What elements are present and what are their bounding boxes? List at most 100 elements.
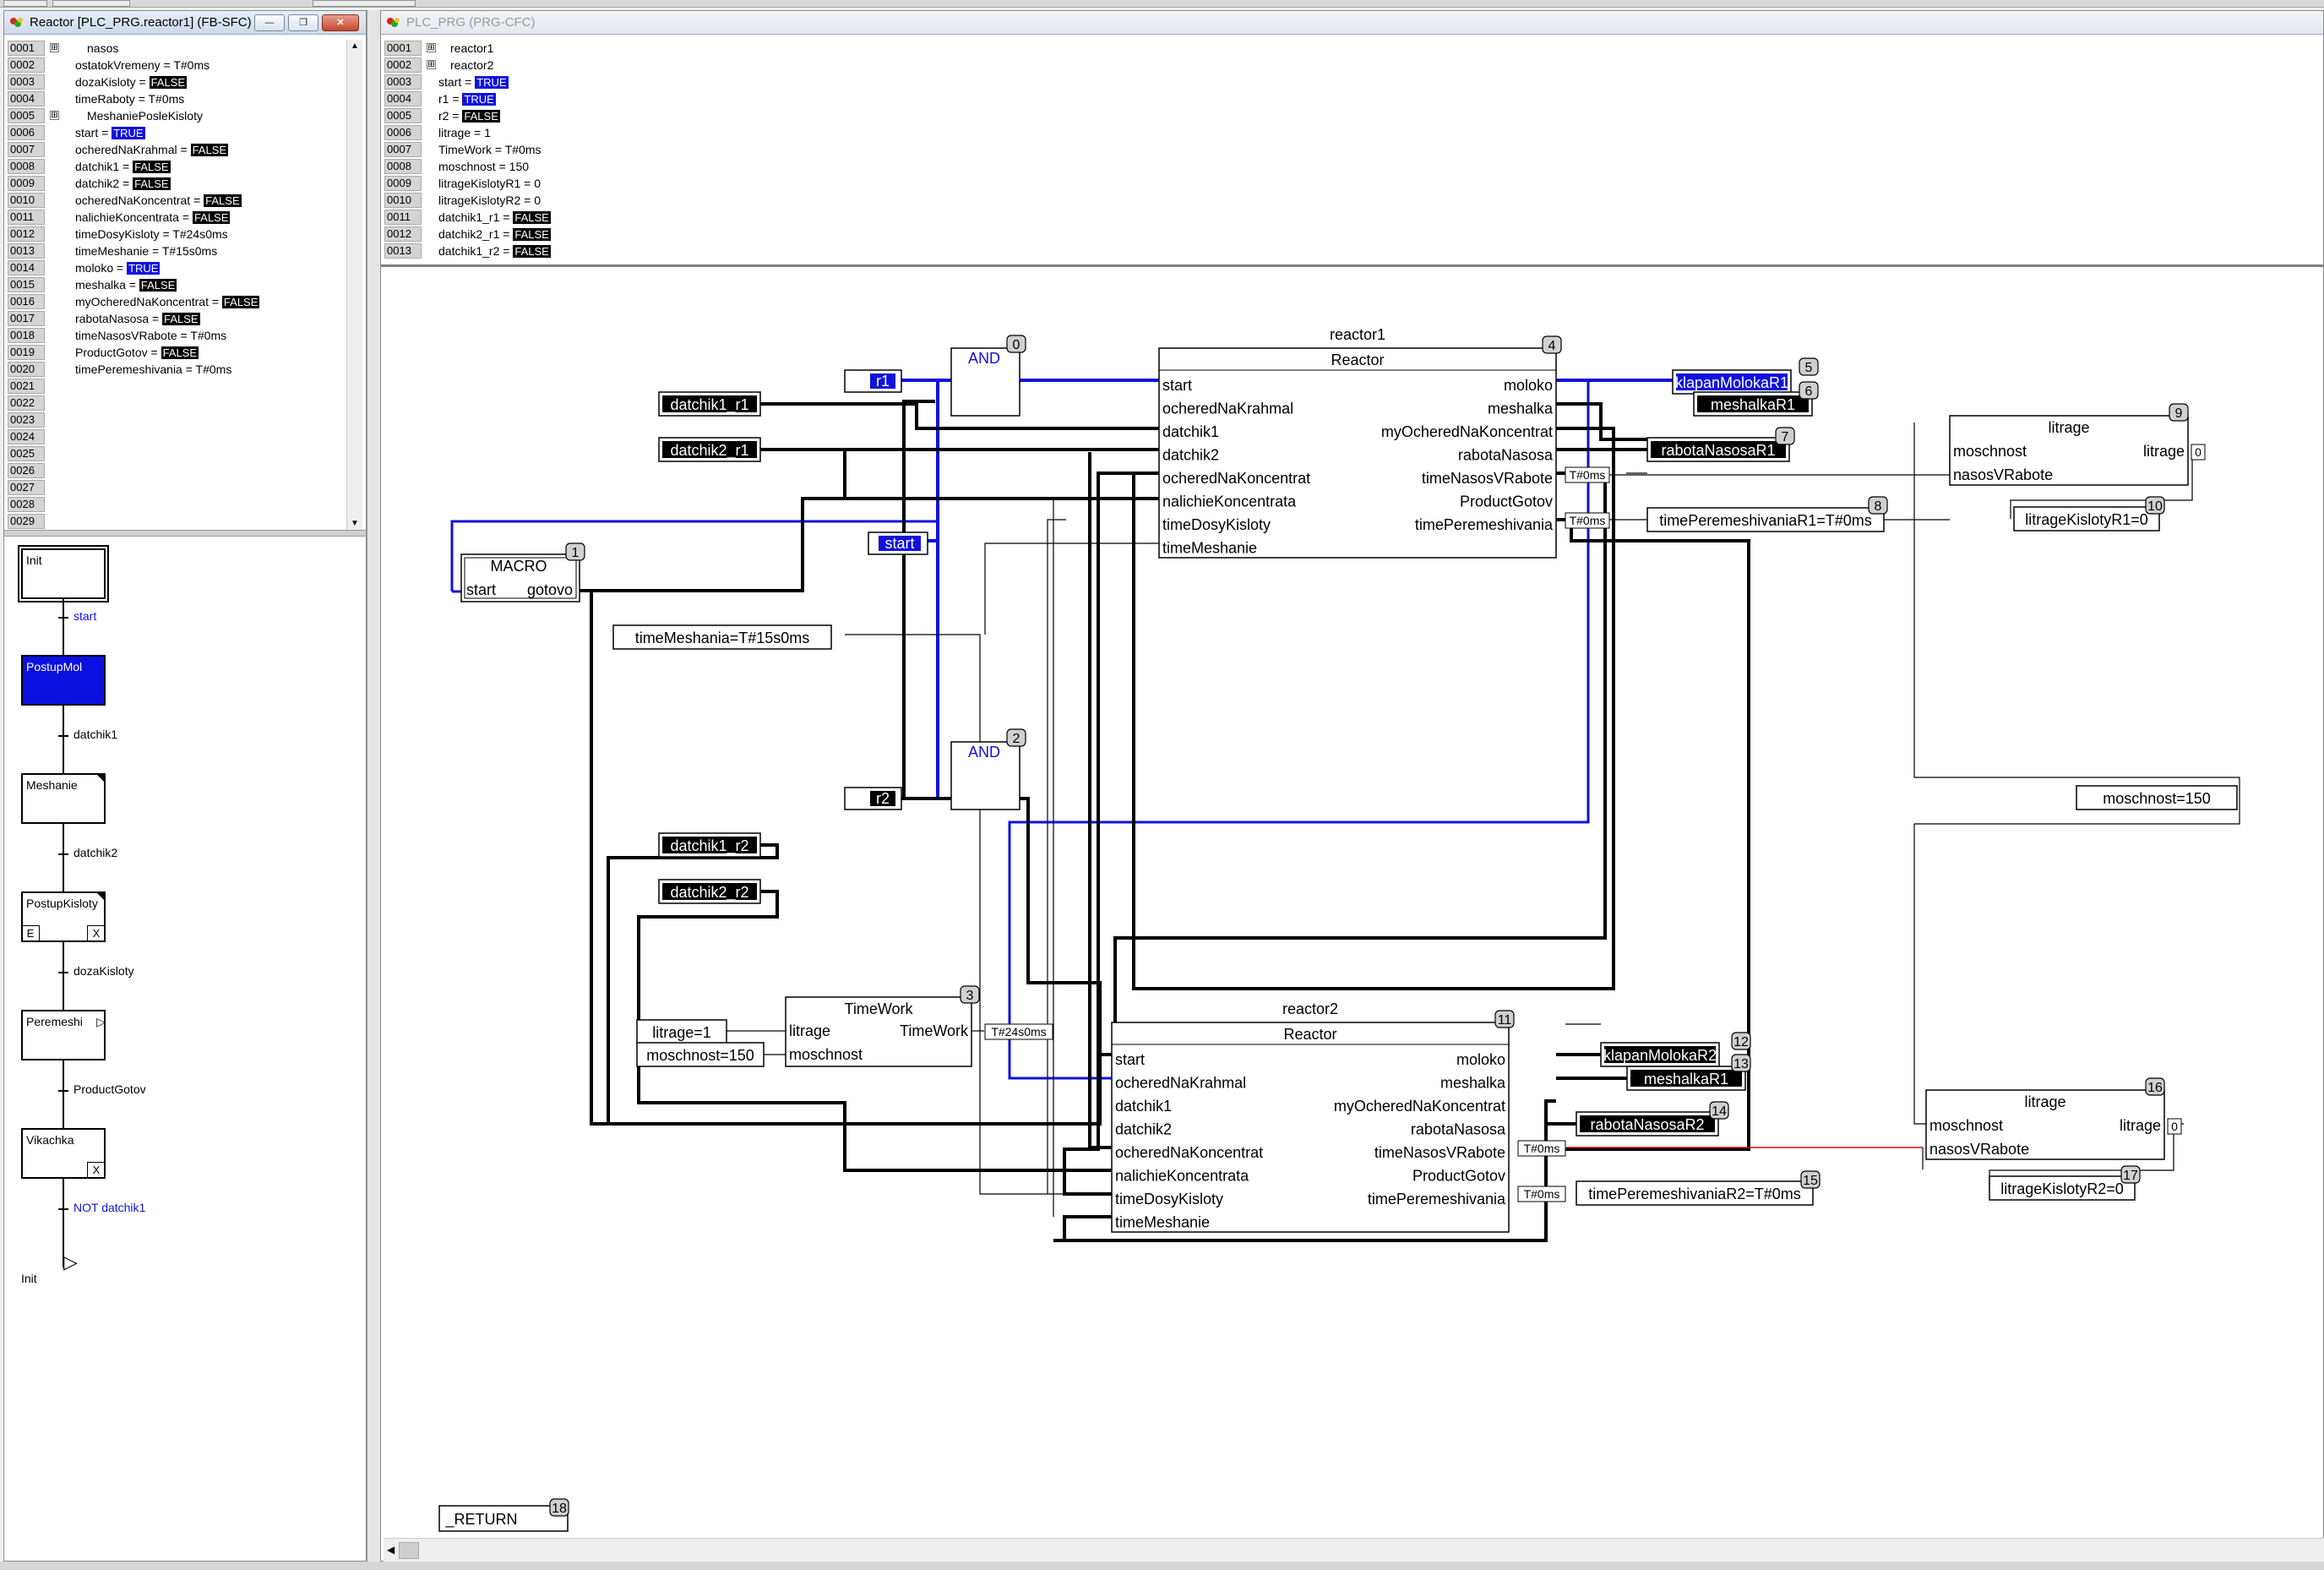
sfc-transition-condition[interactable]: dozaKisloty (73, 964, 134, 978)
line-number: 0010 (384, 193, 422, 208)
line-number: 0005 (384, 108, 422, 123)
variable-value: FALSE (513, 228, 551, 241)
minimize-button[interactable]: — (254, 14, 285, 31)
sfc-transition-condition[interactable]: ProductGotov (73, 1082, 146, 1096)
sfc-step[interactable]: PostupMol (21, 655, 106, 706)
sfc-jump-arrow-icon[interactable]: ▷ (63, 1251, 78, 1273)
sfc-transition-bar[interactable] (58, 853, 68, 855)
variable-name: start = (75, 126, 112, 139)
variable-row[interactable]: 0001⊞nasos (4, 40, 366, 57)
sfc-step[interactable]: Peremeshi▷ (21, 1010, 106, 1060)
sfc-transition-bar[interactable] (58, 1208, 68, 1210)
variable-row[interactable]: 0010 litrageKislotyR2 = 0 (381, 192, 2323, 209)
variable-row[interactable]: 0001⊞reactor1 (381, 40, 2323, 57)
scroll-down-arrow-icon[interactable]: ▼ (351, 519, 359, 528)
expand-plus-icon[interactable]: ⊞ (427, 60, 436, 69)
restore-button[interactable]: ❐ (288, 14, 318, 31)
sfc-titlebar[interactable]: Reactor [PLC_PRG.reactor1] (FB-SFC) — ❐ … (4, 11, 366, 35)
sfc-splitter[interactable] (4, 530, 366, 537)
sfc-transition-condition[interactable]: NOT datchik1 (73, 1201, 146, 1214)
variable-row[interactable]: 0029 (4, 513, 366, 530)
expand-plus-icon[interactable]: ⊞ (50, 43, 59, 52)
sfc-transition-condition[interactable]: datchik1 (73, 728, 118, 741)
variable-text: moschnost = 150 (438, 159, 529, 174)
variable-row[interactable]: 0027 (4, 479, 366, 496)
cfc-horizontal-scrollbar[interactable]: ◀ (384, 1538, 2324, 1562)
variable-text: litrageKislotyR2 = 0 (438, 193, 541, 208)
variable-row[interactable]: 0005⊞MeshaniePosleKisloty (4, 107, 366, 124)
cfc-splitter[interactable] (381, 264, 2323, 267)
close-button[interactable]: ✕ (322, 14, 359, 31)
scroll-up-arrow-icon[interactable]: ▲ (351, 41, 359, 51)
variable-text: myOcheredNaKoncentrat = FALSE (75, 294, 260, 310)
variable-name: ocheredNaKrahmal = (75, 143, 191, 156)
line-number: 0012 (384, 226, 422, 242)
sfc-transition-bar[interactable] (58, 617, 68, 619)
sfc-step[interactable]: Init (18, 545, 109, 602)
expand-plus-icon[interactable]: ⊞ (427, 43, 436, 52)
variable-row[interactable]: 0022 (4, 395, 366, 412)
variable-text: TimeWork = T#0ms (438, 142, 542, 157)
scroll-left-arrow-icon[interactable]: ◀ (387, 1544, 395, 1556)
expand-plus-icon[interactable]: ⊞ (50, 111, 59, 120)
line-number: 0015 (8, 277, 45, 292)
variable-row[interactable]: 0024 (4, 428, 366, 445)
sfc-transition-condition[interactable]: start (73, 609, 97, 623)
variable-name: TimeWork = T#0ms (438, 143, 542, 156)
variable-name: nalichieKoncentrata = (75, 210, 193, 224)
variable-name: litrage = 1 (438, 126, 491, 139)
variable-row[interactable]: 0021 (4, 378, 366, 395)
variable-value: FALSE (513, 245, 551, 258)
sfc-step[interactable]: Meshanie (21, 773, 106, 824)
sfc-step-name: Meshanie (26, 778, 78, 792)
sfc-transition-bar[interactable] (58, 972, 68, 973)
variable-text: timeNasosVRabote = T#0ms (75, 328, 226, 343)
variable-value: FALSE (162, 313, 200, 325)
variable-row[interactable]: 0026 (4, 462, 366, 479)
scroll-thumb[interactable] (399, 1542, 419, 1559)
sfc-var-scrollbar[interactable]: ▲ ▼ (346, 40, 362, 530)
cfc-titlebar[interactable]: PLC_PRG (PRG-CFC) (381, 11, 2323, 35)
variable-row[interactable]: 0025 (4, 445, 366, 462)
sfc-window-title: Reactor [PLC_PRG.reactor1] (FB-SFC) (30, 15, 252, 30)
variable-row[interactable]: 0028 (4, 496, 366, 513)
line-number: 0007 (8, 142, 45, 157)
sfc-transition-bar[interactable] (58, 1090, 68, 1092)
variable-row[interactable]: 0002⊞reactor2 (381, 57, 2323, 74)
sfc-transition-bar[interactable] (58, 735, 68, 737)
variable-value: TRUE (475, 76, 509, 89)
sfc-transition-condition[interactable]: datchik2 (73, 846, 118, 859)
variable-row[interactable]: 0023 (4, 412, 366, 428)
